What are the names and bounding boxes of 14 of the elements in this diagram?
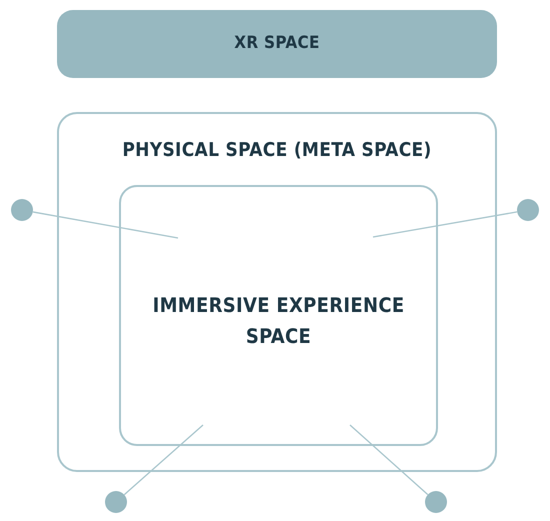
space-title: IMMERSIVE EXPERIENCE SPACE bbox=[152, 292, 406, 350]
space-frame bbox=[119, 185, 438, 446]
leader-line bbox=[124, 424, 204, 496]
leader-line bbox=[32, 211, 178, 239]
space-title: XR SPACE bbox=[233, 33, 321, 53]
space-banner bbox=[57, 10, 497, 78]
dot-marker bbox=[517, 199, 539, 221]
space-frame bbox=[57, 112, 497, 472]
leader-line bbox=[350, 424, 428, 496]
dot-marker bbox=[425, 491, 447, 513]
space-title: PHYSICAL SPACE (META SPACE) bbox=[121, 139, 433, 161]
dot-marker bbox=[105, 491, 127, 513]
dot-marker bbox=[11, 199, 33, 221]
leader-line bbox=[372, 211, 518, 238]
